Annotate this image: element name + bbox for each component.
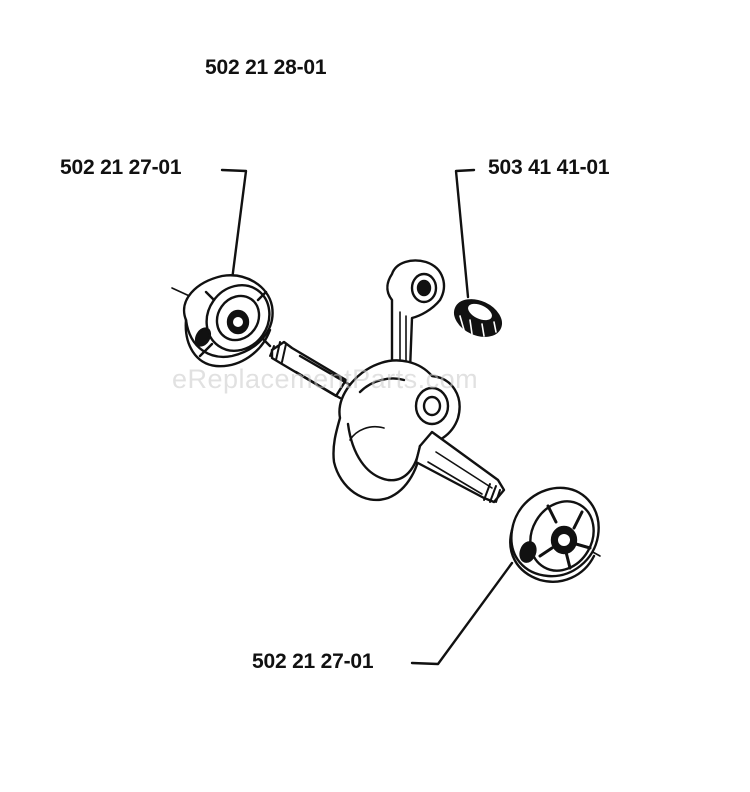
ball-bearing-icon (509, 486, 600, 583)
crankshaft-icon (269, 259, 506, 504)
needle-bearing-icon (454, 299, 502, 337)
part-number-bearing-bottom: 502 21 27-01 (252, 650, 374, 673)
watermark-text: eReplacementParts.com (172, 364, 479, 394)
leader-line-needle-bearing (454, 168, 476, 299)
part-number-needle-bearing: 503 41 41-01 (488, 156, 610, 179)
leader-line-bearing-bottom (410, 561, 514, 666)
part-number-bearing-top: 502 21 27-01 (60, 156, 182, 179)
leader-line-bearing-top (220, 168, 248, 282)
ball-bearing-icon (183, 274, 274, 368)
part-number-crankshaft-assembly: 502 21 28-01 (205, 56, 327, 79)
